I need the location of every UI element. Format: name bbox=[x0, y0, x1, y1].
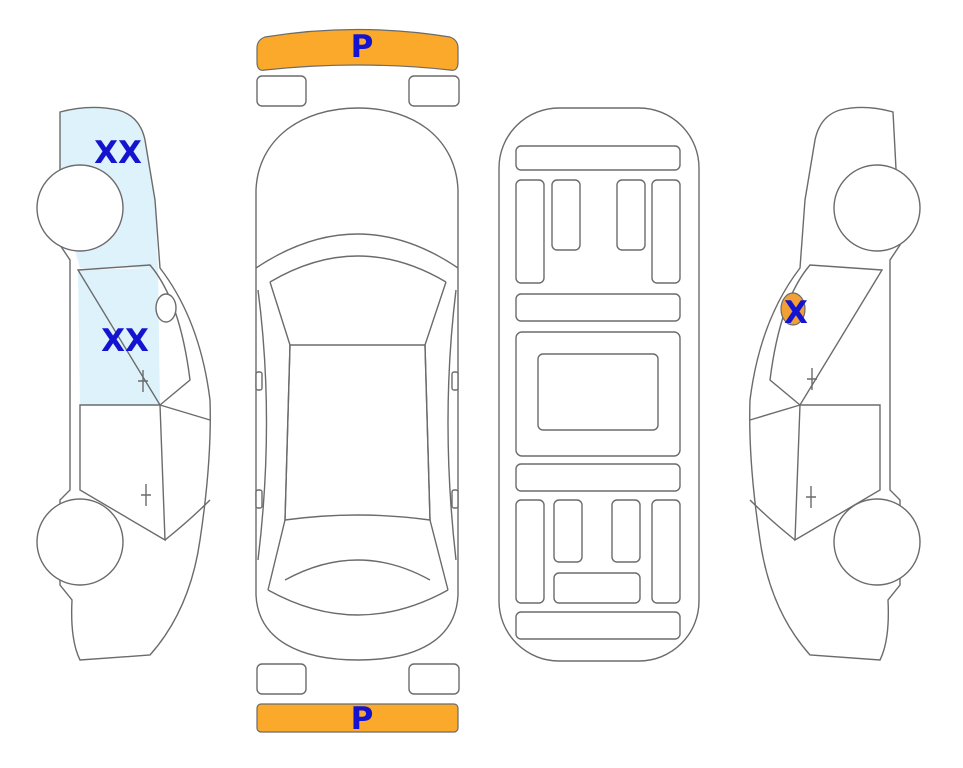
front-bumper-label: P bbox=[351, 29, 374, 65]
rear-bumper-shape[interactable] bbox=[256, 703, 459, 733]
front-right-seat-outer[interactable] bbox=[651, 179, 681, 284]
front-left-seat[interactable] bbox=[551, 179, 581, 251]
rear-bench[interactable] bbox=[553, 572, 641, 604]
right-side-sill bbox=[749, 499, 796, 541]
trunk-panel[interactable] bbox=[515, 611, 681, 640]
top-view-body[interactable] bbox=[255, 107, 459, 661]
top-view-left-mirror[interactable] bbox=[255, 371, 263, 391]
left-side-mirror[interactable] bbox=[155, 293, 177, 323]
left-side-sill bbox=[164, 499, 211, 541]
front-left-light[interactable] bbox=[256, 75, 307, 107]
left-side-window-front bbox=[76, 264, 191, 407]
top-view-left-handle[interactable] bbox=[255, 489, 263, 509]
left-side-body[interactable] bbox=[59, 106, 211, 661]
dashboard-panel[interactable] bbox=[515, 145, 681, 171]
rear-left-seat-outer[interactable] bbox=[515, 499, 545, 604]
rear-bumper-label: P bbox=[351, 701, 374, 737]
left-side-view: XX XX bbox=[36, 106, 211, 661]
interior-view bbox=[498, 107, 700, 662]
right-front-door-handle[interactable] bbox=[807, 368, 817, 390]
top-view-windshield-line bbox=[255, 233, 459, 269]
right-side-view: X bbox=[749, 106, 921, 661]
right-rear-door-handle[interactable] bbox=[806, 486, 816, 508]
rear-right-light[interactable] bbox=[408, 663, 460, 695]
front-bumper-shape[interactable] bbox=[256, 28, 459, 71]
top-view-car bbox=[255, 107, 459, 661]
left-side-window-line bbox=[159, 404, 211, 421]
top-view-left-pillar bbox=[267, 281, 291, 591]
rear-left-seat[interactable] bbox=[553, 499, 583, 563]
left-upper-panel-mark: XX bbox=[94, 135, 142, 171]
front-floor-bar[interactable] bbox=[515, 293, 681, 322]
rear-left-light[interactable] bbox=[256, 663, 307, 695]
left-rear-door-handle[interactable] bbox=[141, 484, 151, 506]
right-front-wheel[interactable] bbox=[833, 164, 921, 252]
left-front-door-handle[interactable] bbox=[138, 370, 148, 392]
front-left-seat-outer[interactable] bbox=[515, 179, 545, 284]
left-rear-wheel[interactable] bbox=[36, 498, 124, 586]
right-side-body[interactable] bbox=[749, 106, 901, 661]
top-view-windshield-inner bbox=[269, 255, 447, 283]
front-right-light[interactable] bbox=[408, 75, 460, 107]
top-view-rear-window bbox=[284, 559, 431, 581]
top-view-right-pillar bbox=[424, 281, 449, 591]
top-view-right-handle[interactable] bbox=[451, 489, 459, 509]
front-right-seat[interactable] bbox=[616, 179, 646, 251]
right-side-mirror[interactable] bbox=[780, 292, 806, 326]
top-view-left-side-glass bbox=[257, 289, 268, 561]
center-console[interactable] bbox=[537, 353, 659, 431]
right-side-window-line bbox=[749, 404, 801, 421]
rear-right-seat-outer[interactable] bbox=[651, 499, 681, 604]
right-rear-wheel[interactable] bbox=[833, 498, 921, 586]
front-bumper[interactable]: P bbox=[256, 28, 459, 71]
left-door-panel-mark: XX bbox=[101, 323, 149, 359]
rear-right-seat[interactable] bbox=[611, 499, 641, 563]
right-mirror-mark: X bbox=[784, 295, 808, 331]
rear-floor-bar[interactable] bbox=[515, 463, 681, 492]
rear-bumper[interactable]: P bbox=[256, 701, 459, 737]
top-view-trunk-line bbox=[267, 589, 449, 616]
top-view-right-mirror[interactable] bbox=[451, 371, 459, 391]
top-view-right-side-glass bbox=[447, 289, 457, 561]
left-front-wheel[interactable] bbox=[36, 164, 124, 252]
